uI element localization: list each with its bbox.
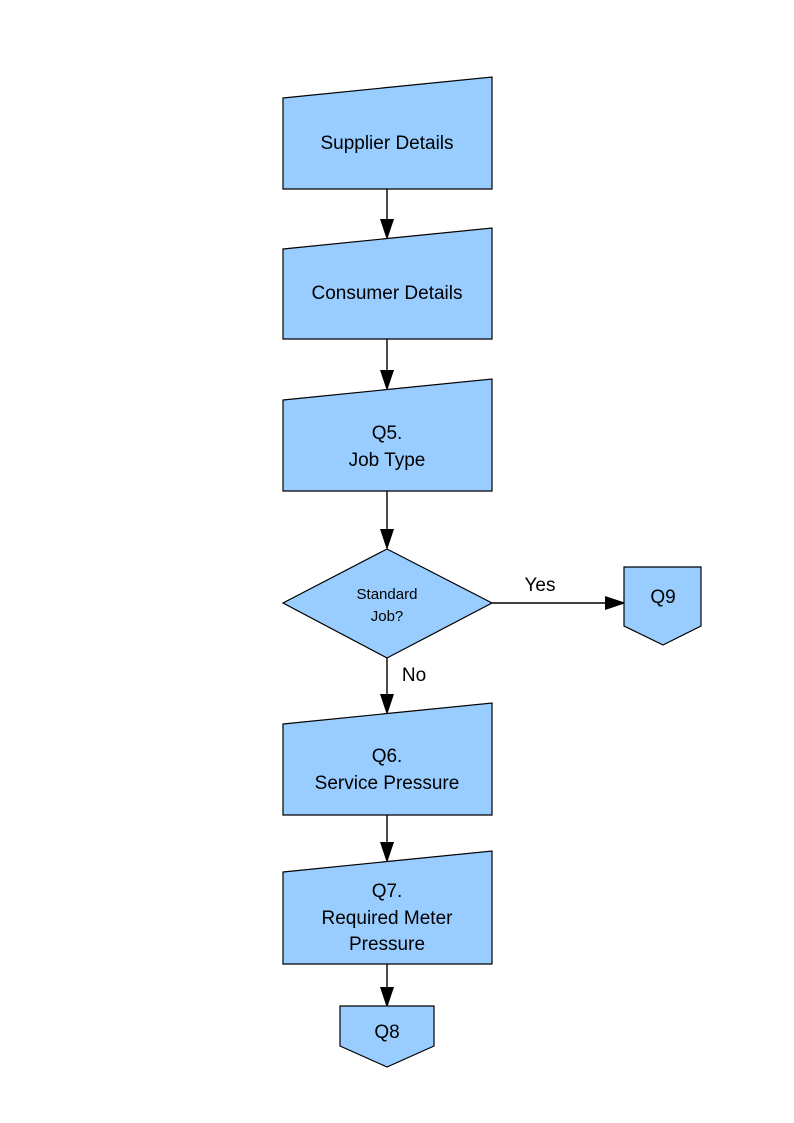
node-q9[interactable]: Q9 [623, 566, 702, 646]
arrowhead-icon [380, 987, 394, 1008]
q5-job-type-label-line1: Q5. [372, 423, 403, 444]
q7-required-meter-pressure-label-line1: Q7. [372, 881, 403, 902]
supplier-details-label: Supplier Details [320, 133, 453, 154]
q7-required-meter-pressure-shape[interactable] [282, 850, 493, 965]
connector-consumer-to-q5 [380, 339, 394, 391]
q8-label: Q8 [374, 1022, 399, 1043]
connector-q7-to-q8 [380, 964, 394, 1008]
consumer-details-label: Consumer Details [312, 283, 463, 304]
q5-job-type-shape[interactable] [282, 378, 493, 492]
arrowhead-icon [380, 219, 394, 240]
arrowhead-icon [605, 596, 626, 610]
node-q5-job-type[interactable]: Q5. Job Type [282, 378, 493, 492]
q7-required-meter-pressure-label-line2: Required Meter [322, 908, 454, 929]
standard-job-decision-label-line1: Standard [357, 586, 418, 603]
connector-decision-to-q9 [492, 596, 626, 610]
q7-required-meter-pressure-label-line3: Pressure [349, 934, 425, 955]
connector-decision-to-q6 [380, 658, 394, 715]
connector-q6-to-q7 [380, 815, 394, 863]
supplier-details-shape[interactable] [282, 76, 493, 190]
q6-service-pressure-label-line1: Q6. [372, 746, 403, 767]
q9-label: Q9 [650, 587, 675, 608]
arrowhead-icon [380, 842, 394, 863]
node-q6-service-pressure[interactable]: Q6. Service Pressure [282, 702, 493, 816]
arrowhead-icon [380, 529, 394, 550]
q5-job-type-label-line2: Job Type [349, 450, 426, 471]
arrowhead-icon [380, 370, 394, 391]
node-supplier-details[interactable]: Supplier Details [282, 76, 493, 190]
connector-supplier-to-consumer [380, 189, 394, 240]
connector-q5-to-decision [380, 491, 394, 550]
arrowhead-icon [380, 694, 394, 715]
q6-service-pressure-shape[interactable] [282, 702, 493, 816]
node-q7-required-meter-pressure[interactable]: Q7. Required Meter Pressure [282, 850, 493, 965]
consumer-details-shape[interactable] [282, 227, 493, 340]
q8-shape[interactable] [339, 1005, 435, 1068]
node-q8[interactable]: Q8 [339, 1005, 435, 1068]
standard-job-decision-shape[interactable] [281, 548, 494, 659]
node-standard-job-decision[interactable]: Standard Job? [281, 548, 494, 659]
node-consumer-details[interactable]: Consumer Details [282, 227, 493, 340]
edge-label-no: No [402, 665, 426, 686]
standard-job-decision-label-line2: Job? [371, 608, 404, 625]
q6-service-pressure-label-line2: Service Pressure [315, 773, 460, 794]
q9-shape[interactable] [623, 566, 702, 646]
edge-label-yes: Yes [525, 575, 556, 596]
